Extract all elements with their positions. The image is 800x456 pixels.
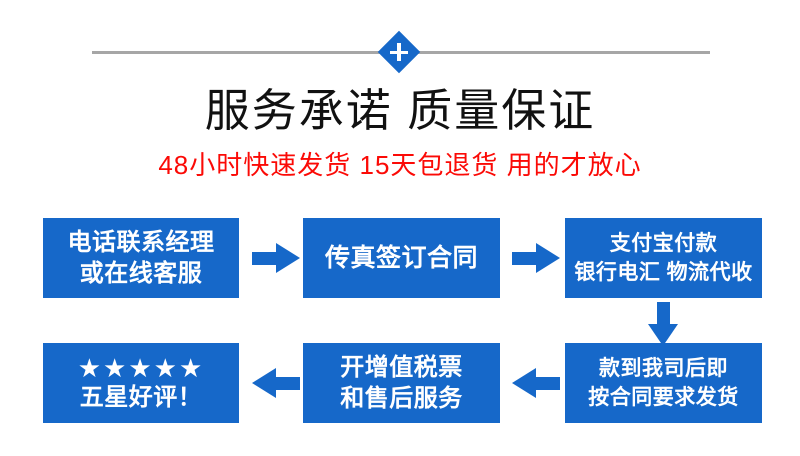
page-title: 服务承诺 质量保证 <box>204 85 596 136</box>
arrow-head <box>252 368 276 398</box>
page-subtitle: 48小时快速发货 15天包退货 用的才放心 <box>158 150 642 180</box>
flow-step-6-line-1: 五星好评！ <box>79 383 203 411</box>
flow-step-4: 款到我司后即 按合同要求发货 <box>565 343 762 423</box>
arrow-head <box>648 324 678 346</box>
header-divider <box>0 28 800 76</box>
arrow-head <box>536 243 560 273</box>
flow-step-5: 开增值税票 和售后服务 <box>303 343 500 423</box>
flow-step-3: 支付宝付款 银行电汇 物流代收 <box>565 218 762 298</box>
flow-step-2: 传真签订合同 <box>303 218 500 298</box>
flow-step-6: ★★★★★ 五星好评！ <box>43 343 239 423</box>
arrow-right-icon <box>252 243 300 273</box>
arrow-left-icon <box>512 368 560 398</box>
five-star-rating-icon: ★★★★★ <box>77 352 205 383</box>
flow-step-1-line-1: 电话联系经理 <box>67 229 215 256</box>
arrow-shaft <box>534 377 560 390</box>
flow-step-5-line-1: 开增值税票 <box>340 354 463 381</box>
arrow-right-icon <box>512 243 560 273</box>
arrow-shaft <box>252 252 278 265</box>
flow-step-5-line-2: 和售后服务 <box>340 385 463 412</box>
arrow-left-icon <box>252 368 300 398</box>
arrow-shaft <box>274 377 300 390</box>
arrow-down-icon <box>648 302 678 346</box>
flow-step-3-line-1: 支付宝付款 <box>609 232 718 255</box>
arrow-head <box>512 368 536 398</box>
flow-step-1: 电话联系经理 或在线客服 <box>43 218 239 298</box>
plus-vertical-bar <box>397 43 401 61</box>
arrow-shaft <box>657 302 670 326</box>
flow-step-4-line-2: 按合同要求发货 <box>588 386 739 409</box>
arrow-shaft <box>512 252 538 265</box>
plus-diamond-icon <box>377 30 421 74</box>
flow-step-3-line-2: 银行电汇 物流代收 <box>574 261 753 284</box>
arrow-head <box>276 243 300 273</box>
flow-step-1-line-2: 或在线客服 <box>79 260 203 287</box>
flow-step-4-line-1: 款到我司后即 <box>599 357 728 380</box>
flow-step-2-line-1: 传真签订合同 <box>324 243 478 272</box>
